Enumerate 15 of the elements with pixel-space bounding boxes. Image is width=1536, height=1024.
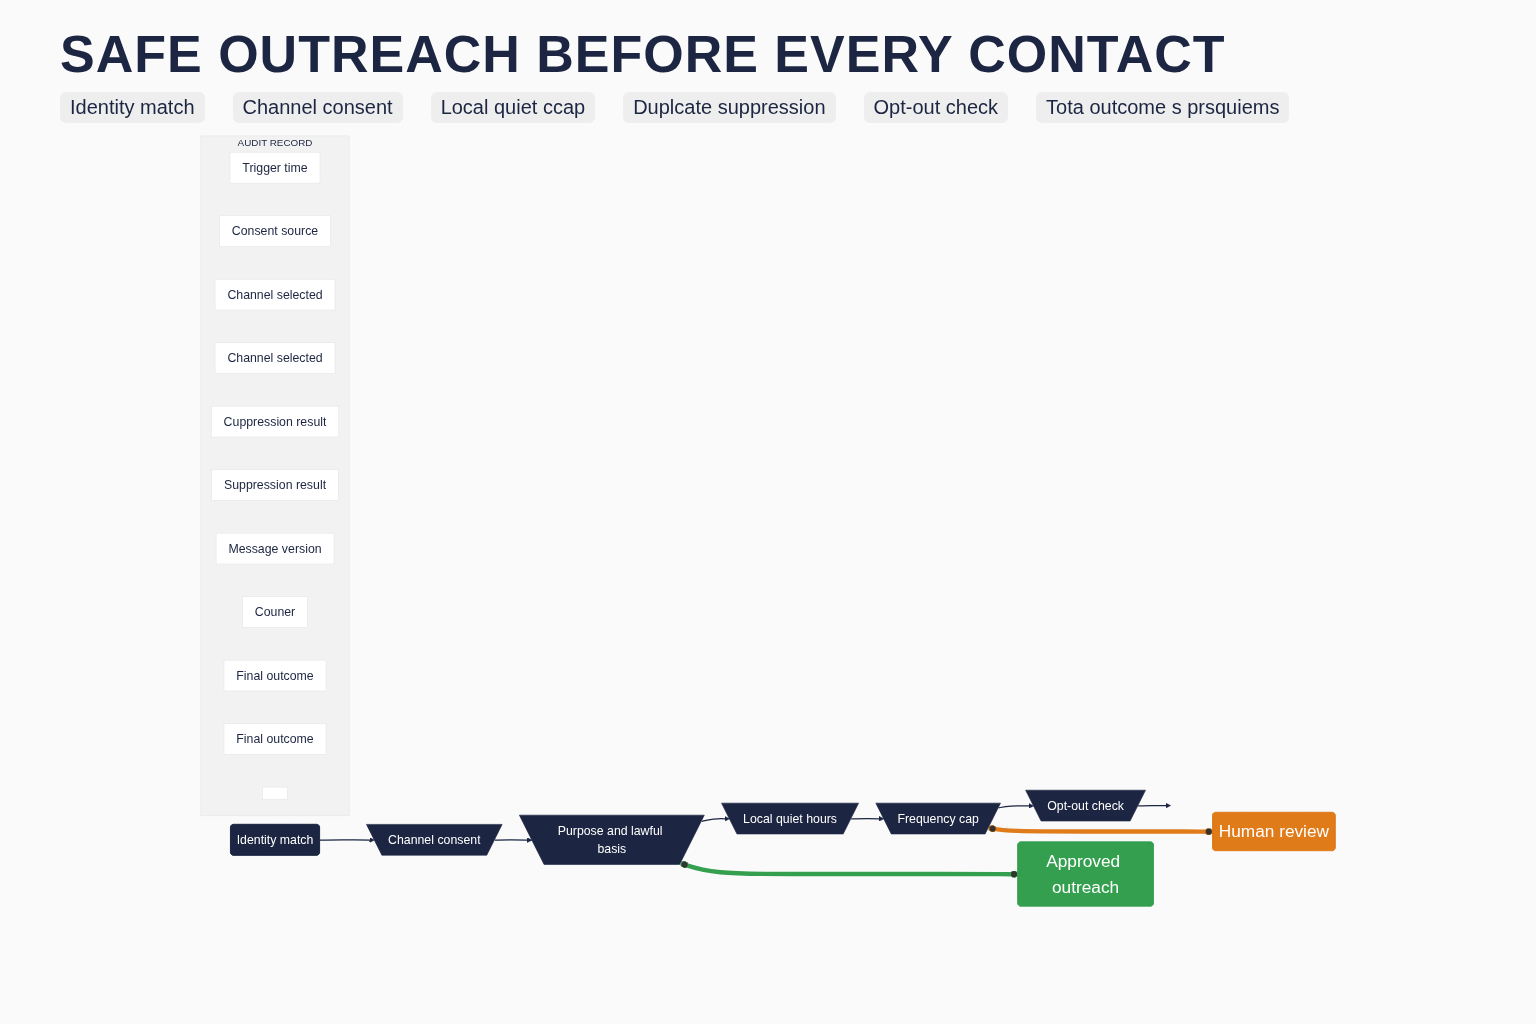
connector [680, 860, 1019, 878]
status-label: Opt-out check [863, 92, 1009, 123]
status-label: Identity match [60, 92, 205, 123]
status-label: Tota outcome s prsquiems [1036, 92, 1290, 123]
arrow [319, 837, 375, 843]
status-label: Duplcate suppression [623, 92, 836, 123]
arrow [998, 803, 1034, 809]
status-label: Channel consent [232, 92, 403, 123]
title: SAFE OUTREACH BEFORE EVERY CONTACT [60, 24, 1227, 84]
status-label: Local quiet ccap [430, 92, 596, 123]
arrow [494, 837, 533, 843]
arrow [701, 816, 730, 822]
arrow [850, 816, 885, 822]
arrow [1137, 802, 1171, 809]
connector [988, 824, 1214, 836]
